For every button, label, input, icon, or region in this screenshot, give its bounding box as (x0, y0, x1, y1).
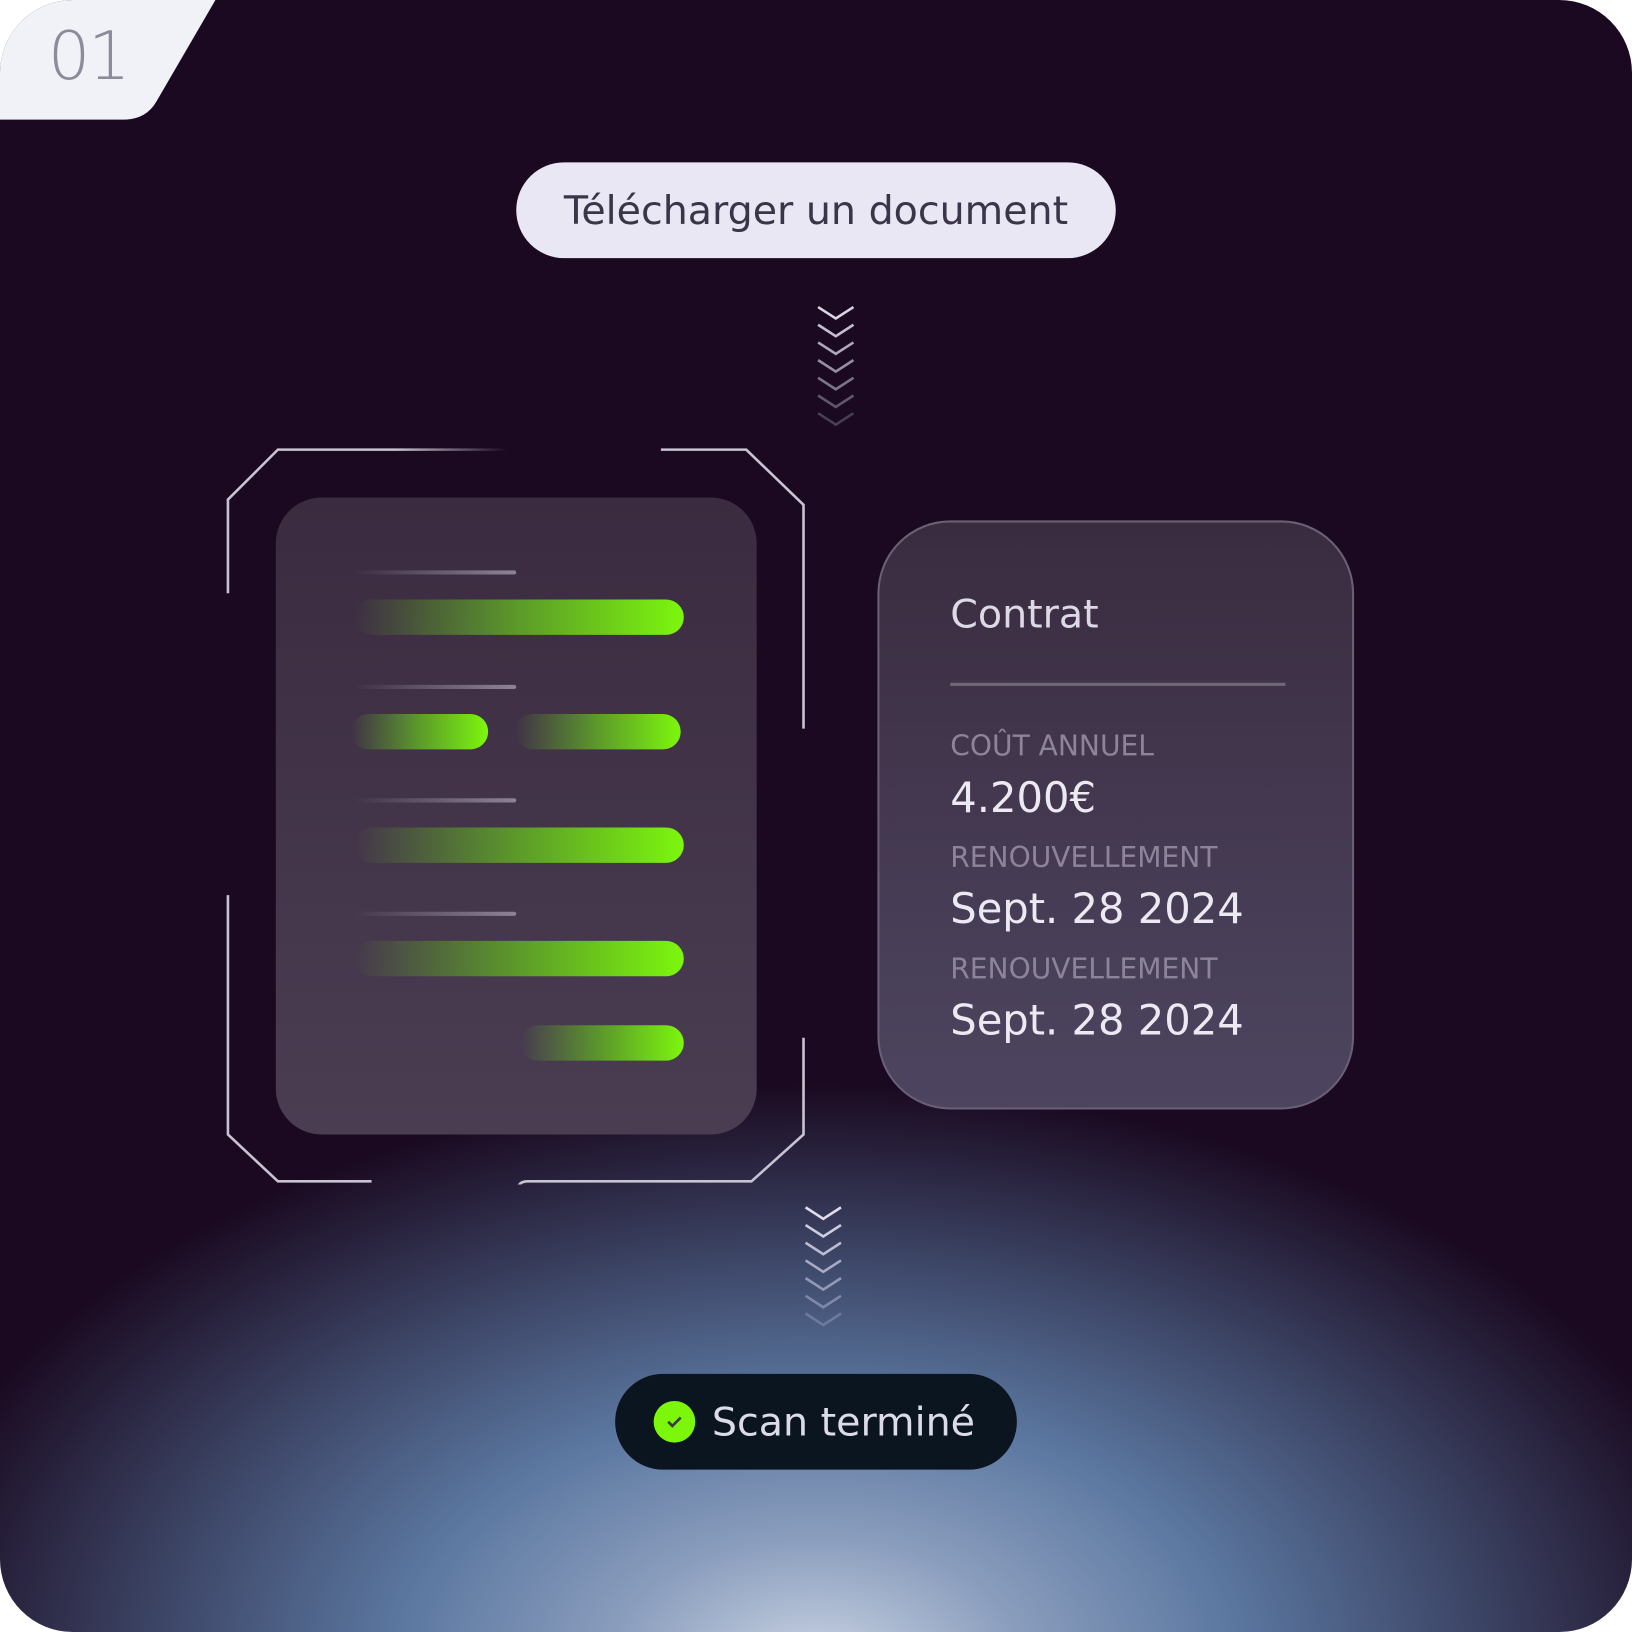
highlight-bar (353, 599, 684, 635)
scan-status-badge: Scan terminé (615, 1373, 1017, 1470)
annual-cost-value: 4.200€ (950, 774, 1096, 823)
highlight-bar (353, 940, 684, 977)
scan-frame (226, 448, 805, 1185)
check-circle-icon (653, 1400, 696, 1443)
step-badge (0, 0, 216, 120)
upload-document-button[interactable]: Télécharger un document (516, 162, 1116, 259)
renewal-value: Sept. 28 2024 (950, 997, 1244, 1045)
highlight-bar (353, 827, 684, 863)
highlight-bar (520, 1025, 684, 1061)
chevrons-down-icon (804, 1206, 842, 1327)
highlight-bar (350, 713, 489, 750)
step-number: 01 (47, 18, 131, 96)
renewal-label: RENOUVELLEMENT (950, 953, 1218, 986)
renewal-value: Sept. 28 2024 (950, 885, 1244, 934)
scan-status-label: Scan terminé (711, 1398, 975, 1445)
contract-card: Contrat COÛT ANNUEL 4.200€ RENOUVELLEMEN… (877, 520, 1355, 1110)
document-preview (275, 497, 757, 1135)
upload-label: Télécharger un document (563, 187, 1069, 234)
renewal-label: RENOUVELLEMENT (950, 842, 1218, 875)
text-line (353, 911, 517, 916)
chevrons-down-icon (817, 305, 855, 427)
text-line (353, 798, 517, 803)
contract-title: Contrat (950, 591, 1099, 637)
text-line (353, 570, 517, 575)
divider (950, 682, 1286, 686)
highlight-bar (515, 713, 681, 750)
annual-cost-label: COÛT ANNUEL (950, 730, 1154, 763)
text-line (353, 684, 517, 690)
